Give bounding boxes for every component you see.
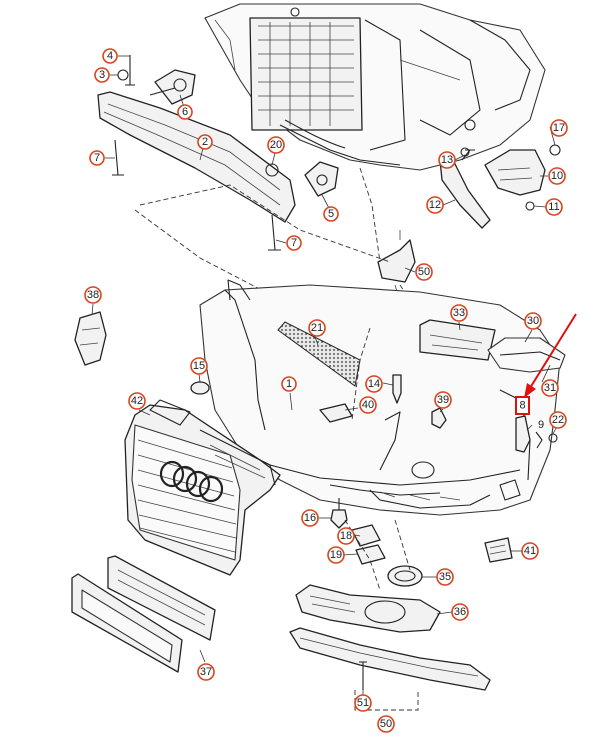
audi-rings-logo [159, 460, 224, 503]
callout-16[interactable]: 16 [301, 509, 319, 527]
callout-33[interactable]: 35 [436, 568, 454, 586]
callout-38[interactable]: 40 [359, 396, 377, 414]
callout-32[interactable]: 33 [450, 304, 468, 322]
callout-17[interactable]: 17 [550, 119, 568, 137]
svg-text:6: 6 [182, 106, 188, 118]
svg-text:10: 10 [551, 170, 563, 182]
svg-text:17: 17 [553, 122, 565, 134]
svg-text:4: 4 [107, 50, 113, 62]
callout-20[interactable]: 20 [267, 136, 285, 154]
sensor-40 [484, 537, 513, 563]
callout-7-center[interactable]: 7 [286, 235, 302, 251]
callout-8-highlighted[interactable]: 8 [515, 396, 530, 415]
bracket-10 [484, 149, 546, 196]
svg-text:5: 5 [328, 208, 334, 220]
lower-spoiler-50 [289, 627, 491, 691]
clip-14 [392, 374, 402, 404]
bracket-8 [515, 415, 558, 453]
callout-12[interactable]: 12 [426, 196, 444, 214]
callout-3[interactable]: 3 [94, 67, 110, 83]
callout-35[interactable]: 37 [197, 663, 215, 681]
svg-text:2: 2 [202, 136, 208, 148]
callout-22[interactable]: 22 [549, 411, 567, 429]
svg-text:36: 36 [454, 606, 466, 618]
highlight-arrow [524, 313, 577, 398]
callout-1[interactable]: 1 [281, 376, 297, 392]
fog-trim-33 [387, 565, 423, 587]
clip-37 [431, 407, 447, 429]
grommet-15 [190, 381, 210, 395]
callout-36[interactable]: 38 [84, 286, 102, 304]
bracket-32 [419, 319, 496, 361]
svg-text:19: 19 [330, 549, 342, 561]
callout-50[interactable]: 50 [377, 715, 395, 733]
bracket-6 [149, 69, 196, 105]
callout-41[interactable]: 42 [128, 392, 146, 410]
callout-6[interactable]: 6 [177, 104, 193, 120]
assembly-lines-lower [344, 327, 419, 711]
lower-grille-trim-35 [71, 555, 216, 673]
callout-15[interactable]: 15 [190, 357, 208, 375]
svg-text:40: 40 [362, 399, 374, 411]
svg-text:14: 14 [368, 378, 380, 390]
svg-text:9: 9 [538, 419, 544, 431]
svg-text:7: 7 [291, 237, 297, 249]
part-36 [74, 311, 107, 366]
fog-grille-34 [295, 584, 441, 633]
svg-text:51: 51 [357, 697, 369, 709]
bumper-impact-bar [97, 91, 296, 223]
svg-text:13: 13 [441, 154, 453, 166]
svg-text:8: 8 [519, 400, 525, 412]
svg-text:33: 33 [453, 307, 465, 319]
callout-10[interactable]: 10 [548, 167, 566, 185]
callout-5[interactable]: 5 [323, 206, 339, 222]
svg-text:3: 3 [99, 69, 105, 81]
callout-4[interactable]: 4 [102, 48, 118, 64]
svg-text:1: 1 [286, 378, 292, 390]
callout-51[interactable]: 51 [354, 694, 372, 712]
callout-19[interactable]: 19 [327, 546, 345, 564]
svg-text:15: 15 [193, 360, 205, 372]
svg-text:41: 41 [524, 545, 536, 557]
callout-21[interactable]: 21 [308, 319, 326, 337]
svg-text:37: 37 [200, 666, 212, 678]
svg-text:42: 42 [131, 395, 143, 407]
callout-34[interactable]: 36 [451, 603, 469, 621]
svg-text:50: 50 [418, 266, 430, 278]
svg-text:38: 38 [87, 289, 99, 301]
trim-30-31 [487, 337, 566, 373]
callout-18[interactable]: 18 [337, 527, 355, 545]
svg-text:18: 18 [340, 530, 352, 542]
callout-7-left[interactable]: 7 [89, 150, 105, 166]
callout-2[interactable]: 2 [197, 134, 213, 150]
svg-text:35: 35 [439, 571, 451, 583]
svg-text:22: 22 [552, 414, 564, 426]
svg-text:39: 39 [437, 394, 449, 406]
svg-text:20: 20 [270, 139, 282, 151]
callout-9[interactable]: 9 [538, 419, 544, 431]
screw-51 [359, 661, 367, 690]
svg-text:12: 12 [429, 199, 441, 211]
svg-text:11: 11 [548, 201, 559, 213]
callout-37[interactable]: 39 [434, 391, 452, 409]
bracket-38 [319, 403, 353, 423]
svg-text:50: 50 [380, 718, 392, 730]
callout-42[interactable]: 50 [415, 263, 433, 281]
callout-14[interactable]: 14 [365, 375, 383, 393]
bracket-42 [377, 230, 416, 296]
grille-41 [124, 399, 281, 576]
svg-text:7: 7 [94, 152, 100, 164]
callout-40[interactable]: 41 [521, 542, 539, 560]
callout-13[interactable]: 13 [438, 151, 456, 169]
svg-text:16: 16 [304, 512, 316, 524]
bracket-5 [304, 161, 339, 197]
callout-30[interactable]: 30 [524, 312, 542, 330]
svg-text:31: 31 [544, 382, 556, 394]
svg-text:21: 21 [311, 322, 323, 334]
callout-11[interactable]: 11 [545, 198, 563, 216]
callout-31[interactable]: 31 [541, 379, 559, 397]
radiator-support [204, 3, 546, 171]
svg-text:30: 30 [527, 315, 539, 327]
